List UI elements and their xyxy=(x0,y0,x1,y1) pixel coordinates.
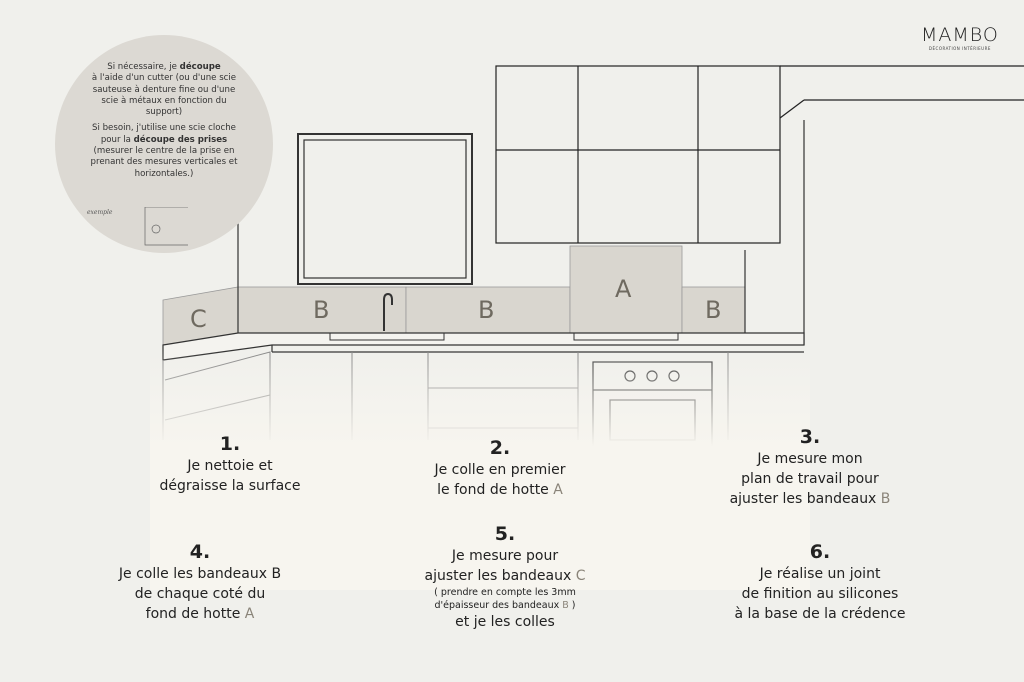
panel-b-left xyxy=(237,286,407,334)
step-text: ) xyxy=(568,600,576,611)
brand-logo: MAMBO DÉCORATION INTÉRIEURE xyxy=(921,24,999,51)
step-text: B xyxy=(562,600,569,611)
step-text: ajuster les bandeaux xyxy=(424,568,576,584)
step-text: dégraisse la surface xyxy=(159,478,301,494)
step-text: Je colle en premier xyxy=(434,462,566,478)
step-text: 3. xyxy=(799,426,821,448)
step-text: A xyxy=(553,482,563,498)
step-text: B xyxy=(880,491,891,507)
backsplash-panels xyxy=(162,245,746,346)
step-text: A xyxy=(244,606,255,622)
step-5: 5. Je mesure pour ajuster les bandeaux C (… xyxy=(400,522,610,632)
tip-text: (mesurer le centre de la prise en prenan… xyxy=(90,146,238,179)
step-text: de chaque coté du xyxy=(134,586,266,602)
label-b-right: B xyxy=(705,296,722,324)
step-text: d'épaisseur des bandeaux xyxy=(434,600,563,611)
window xyxy=(297,133,473,285)
label-b-left: B xyxy=(313,296,330,324)
step-2: 2. Je colle en premier le fond de hotte A xyxy=(400,436,600,500)
step-text: ajuster les bandeaux xyxy=(729,491,881,507)
cooktop xyxy=(573,332,679,341)
step-text: Je réalise un joint xyxy=(759,566,881,582)
panel-b-right xyxy=(681,286,746,334)
step-text: 1. xyxy=(219,433,241,455)
tip-text: Si nécessaire, je xyxy=(107,62,180,72)
example-diagram xyxy=(144,207,188,246)
step-text: 2. xyxy=(489,437,511,459)
panel-a xyxy=(569,245,683,334)
step-text: 6. xyxy=(809,541,831,563)
fade-overlay xyxy=(150,350,810,590)
step-text: ( prendre en compte les 3mm xyxy=(434,587,576,598)
step-text: Je nettoie et xyxy=(187,458,273,474)
step-3: 3. Je mesure mon plan de travail pour ajust… xyxy=(710,425,910,509)
logo-subtitle: DÉCORATION INTÉRIEURE xyxy=(928,46,991,51)
step-text: 4. xyxy=(189,541,211,563)
step-text: de finition au silicones xyxy=(741,586,899,602)
step-1: 1. Je nettoie et dégraisse la surface xyxy=(130,432,330,496)
tip-bold: découpe des prises xyxy=(133,134,228,145)
step-text: fond de hotte xyxy=(145,606,245,622)
label-a: A xyxy=(615,275,632,303)
faucet xyxy=(383,292,393,331)
example-label: exemple xyxy=(87,209,113,216)
tip-text: Si besoin, j'utilise une scie cloche pou… xyxy=(92,123,236,145)
tip-bold: découpe xyxy=(179,62,221,72)
step-text: Je colle les bandeaux B xyxy=(118,566,282,582)
sink xyxy=(329,332,445,341)
step-text: plan de travail pour xyxy=(741,471,879,487)
label-b-middle: B xyxy=(478,296,495,324)
step-text: le fond de hotte xyxy=(437,482,554,498)
label-c: C xyxy=(190,305,207,333)
step-text: Je mesure pour xyxy=(451,548,559,564)
step-6: 6. Je réalise un joint de finition au sili… xyxy=(710,540,930,624)
step-text: C xyxy=(575,568,586,584)
step-text: Je mesure mon xyxy=(757,451,863,467)
logo-text: MAMBO xyxy=(921,24,999,46)
step-text: 5. xyxy=(494,523,516,545)
tip-text: à l'aide d'un cutter (ou d'une scie saut… xyxy=(91,73,237,118)
step-text: à la base de la crédence xyxy=(734,606,906,622)
upper-cabinets xyxy=(495,65,1024,244)
step-4: 4. Je colle les bandeaux B de chaque coté … xyxy=(100,540,300,624)
step-text: et je les colles xyxy=(455,614,555,630)
